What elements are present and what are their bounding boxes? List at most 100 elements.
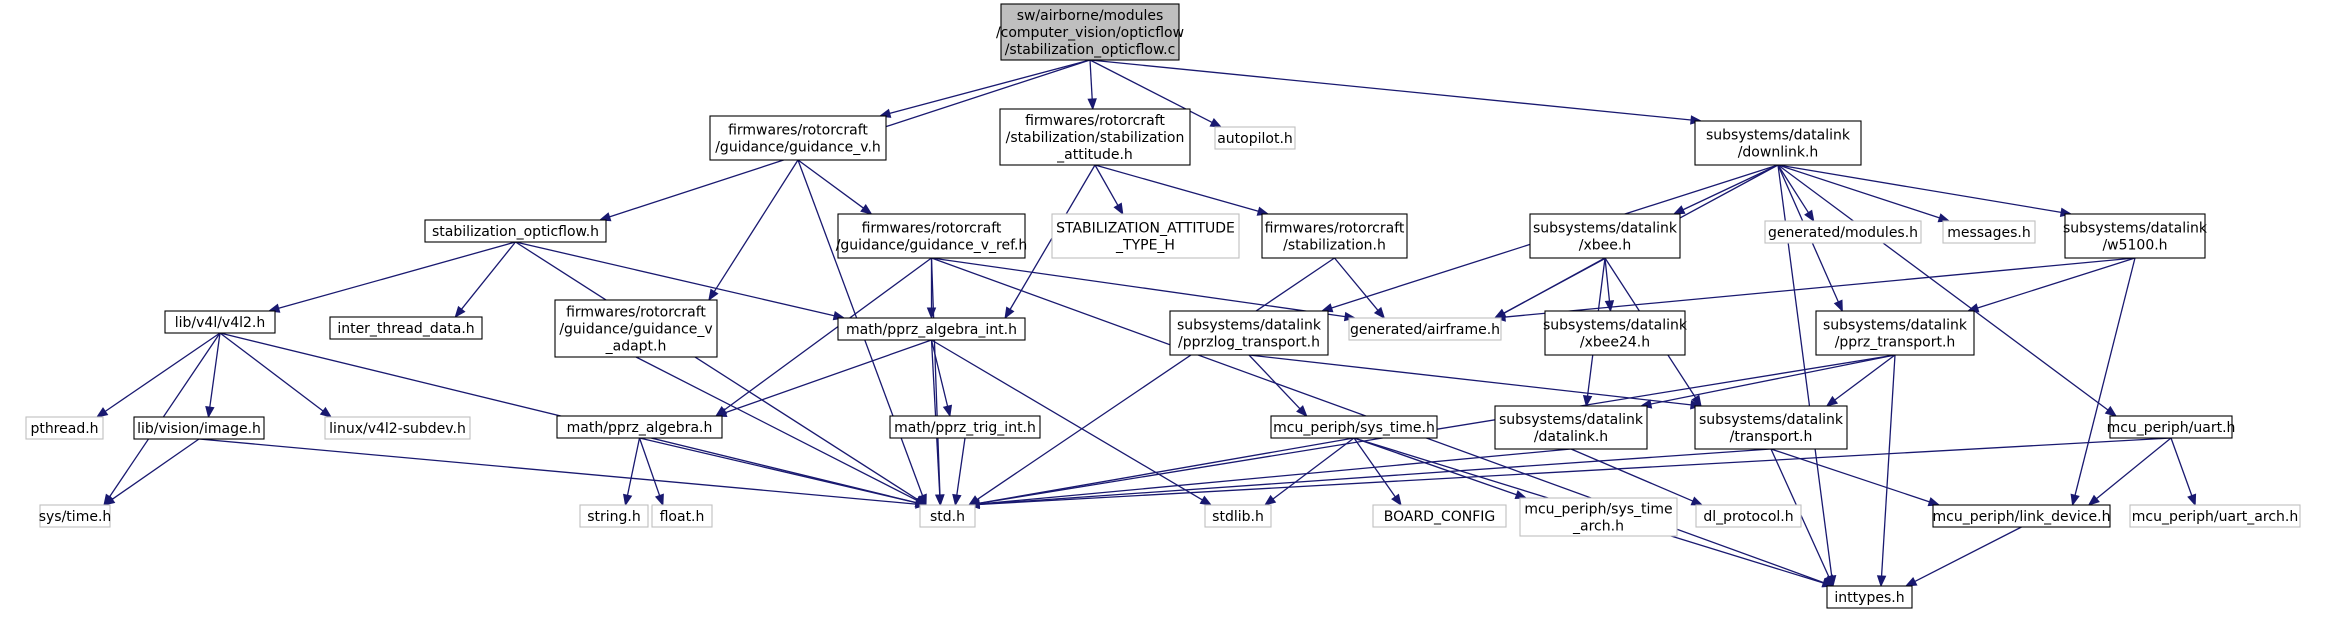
edge-line xyxy=(1089,59,1692,121)
file-node-pprz_trig_int[interactable]: math/pprz_trig_int.h xyxy=(889,415,1041,439)
node-box xyxy=(2129,504,2301,528)
file-node-guidance_v[interactable]: firmwares/rotorcraft/guidance/guidance_v… xyxy=(709,115,887,161)
file-node-v4l2[interactable]: lib/v4l/v4l2.h xyxy=(164,310,276,334)
file-node-pprz_algebra[interactable]: math/pprz_algebra.h xyxy=(556,415,723,439)
edge-line xyxy=(111,438,200,500)
arrowhead-icon xyxy=(1004,306,1015,320)
edge-line xyxy=(1880,354,1896,577)
file-node-xbee24[interactable]: subsystems/datalink/xbee24.h xyxy=(1543,310,1688,356)
node-label-line: _attitude.h xyxy=(1056,147,1133,163)
edge-pprz_algebra-to-float xyxy=(638,437,664,507)
file-node-pprz_algebra_int[interactable]: math/pprz_algebra_int.h xyxy=(837,317,1026,341)
node-label-line: lib/v4l/v4l2.h xyxy=(175,315,266,331)
node-label-line: sys/time.h xyxy=(39,509,112,525)
arrowhead-icon xyxy=(95,407,109,418)
file-node-link_device[interactable]: mcu_periph/link_device.h xyxy=(1932,504,2111,528)
node-label-line: /stabilization/stabilization xyxy=(1006,130,1185,146)
node-label-line: firmwares/rotorcraft xyxy=(566,305,706,321)
file-node-pprz_transport[interactable]: subsystems/datalink/pprz_transport.h xyxy=(1815,310,1975,356)
edge-line xyxy=(2170,437,2193,496)
node-label-line: generated/modules.h xyxy=(1768,225,1918,241)
file-node-dl_transport[interactable]: subsystems/datalink/transport.h xyxy=(1694,405,1848,450)
node-box xyxy=(1695,504,1802,528)
edge-line xyxy=(1248,354,1301,410)
file-node-dl_datalink[interactable]: subsystems/datalink/datalink.h xyxy=(1494,405,1648,450)
edge-line xyxy=(978,448,1772,505)
node-box xyxy=(324,416,471,440)
node-label-line: /xbee.h xyxy=(1579,238,1631,254)
node-label-line: messages.h xyxy=(1947,225,2031,241)
node-label-line: sw/airborne/modules xyxy=(1017,8,1164,24)
edge-line xyxy=(1089,59,1093,100)
node-label-line: firmwares/rotorcraft xyxy=(862,221,1002,237)
edge-v4l2-to-v4l2_subdev xyxy=(219,332,333,418)
node-label-line: /pprz_transport.h xyxy=(1835,335,1956,351)
edge-guidance_v-to-guidance_v_ref xyxy=(797,159,873,215)
edge-uart-to-uart_arch xyxy=(2170,437,2197,507)
file-node-uart_arch: mcu_periph/uart_arch.h xyxy=(2129,504,2301,528)
arrowhead-icon xyxy=(1199,495,1213,506)
edge-line xyxy=(1777,164,2109,411)
file-node-downlink[interactable]: subsystems/datalink/downlink.h xyxy=(1694,120,1862,166)
file-node-v4l2_subdev: linux/v4l2-subdev.h xyxy=(324,416,471,440)
node-label-line: generated/airframe.h xyxy=(1350,322,1500,338)
node-box xyxy=(1214,126,1296,150)
edge-line xyxy=(461,241,517,310)
node-label-line: /w5100.h xyxy=(2102,238,2167,254)
file-node-pprzlog[interactable]: subsystems/datalink/pprzlog_transport.h xyxy=(1169,310,1329,356)
edge-line xyxy=(515,241,918,501)
node-label-line: /stabilization_opticflow.c xyxy=(1005,42,1176,58)
edge-dl_transport-to-link_device xyxy=(1770,448,1941,507)
file-node-w5100[interactable]: subsystems/datalink/w5100.h xyxy=(2063,213,2208,259)
node-label-line: /pprzlog_transport.h xyxy=(1178,335,1320,351)
file-node-stab_opticflow[interactable]: stabilization_opticflow.h xyxy=(424,219,607,243)
edge-line xyxy=(1777,164,2062,213)
arrowhead-icon xyxy=(1691,394,1702,408)
edge-line xyxy=(219,332,324,412)
node-box xyxy=(709,115,887,161)
node-box xyxy=(164,310,276,334)
file-node-guidance_v_ref[interactable]: firmwares/rotorcraft/guidance/guidance_v… xyxy=(836,213,1028,259)
edge-line xyxy=(1914,526,2022,583)
file-node-stdlib: stdlib.h xyxy=(1204,504,1272,528)
arrowhead-icon xyxy=(1604,300,1615,313)
file-node-guidance_v_adapt[interactable]: firmwares/rotorcraft/guidance/guidance_v… xyxy=(554,299,718,358)
node-label-line: /computer_vision/opticflow xyxy=(996,25,1184,41)
node-box xyxy=(1942,220,2036,244)
edge-line xyxy=(209,332,221,408)
node-box xyxy=(2109,415,2233,439)
file-node-xbee[interactable]: subsystems/datalink/xbee.h xyxy=(1529,213,1681,259)
file-node-inter_thread[interactable]: inter_thread_data.h xyxy=(329,316,483,340)
file-node-vision_image[interactable]: lib/vision/image.h xyxy=(133,416,265,440)
edge-link_device-to-inttypes xyxy=(1904,526,2022,587)
edge-layer xyxy=(95,59,2197,588)
edge-line xyxy=(2096,437,2172,500)
file-node-uart[interactable]: mcu_periph/uart.h xyxy=(2107,415,2236,439)
node-label-line: _adapt.h xyxy=(605,339,667,355)
edge-v4l2-to-pthread xyxy=(95,332,221,418)
arrowhead-icon xyxy=(1672,205,1686,215)
node-label-line: std.h xyxy=(930,509,965,525)
node-box xyxy=(1051,213,1240,259)
arrowhead-icon xyxy=(1209,118,1223,128)
node-label-line: /guidance/guidance_v.h xyxy=(715,140,881,156)
node-label-line: subsystems/datalink xyxy=(2063,221,2208,237)
file-node-stab_att[interactable]: firmwares/rotorcraft/stabilization/stabi… xyxy=(999,108,1191,166)
edge-line xyxy=(713,159,799,292)
file-node-inttypes[interactable]: inttypes.h xyxy=(1826,585,1913,609)
node-box xyxy=(1826,585,1913,609)
edge-line xyxy=(930,257,941,496)
file-node-stabilization[interactable]: firmwares/rotorcraft/stabilization.h xyxy=(1261,213,1408,259)
arrowhead-icon xyxy=(1582,394,1593,408)
file-node-sys_time[interactable]: mcu_periph/sys_time.h xyxy=(1270,415,1438,439)
arrowhead-icon xyxy=(454,305,466,319)
edge-line xyxy=(1094,164,1259,212)
edge-line xyxy=(278,241,516,309)
node-box xyxy=(999,108,1191,166)
edge-root-to-stab_att xyxy=(1087,59,1097,111)
edge-uart-to-link_device xyxy=(2087,437,2172,506)
node-box xyxy=(1261,213,1408,259)
edge-line xyxy=(1248,354,1692,406)
node-label-line: subsystems/datalink xyxy=(1699,412,1844,428)
node-box xyxy=(133,416,265,440)
